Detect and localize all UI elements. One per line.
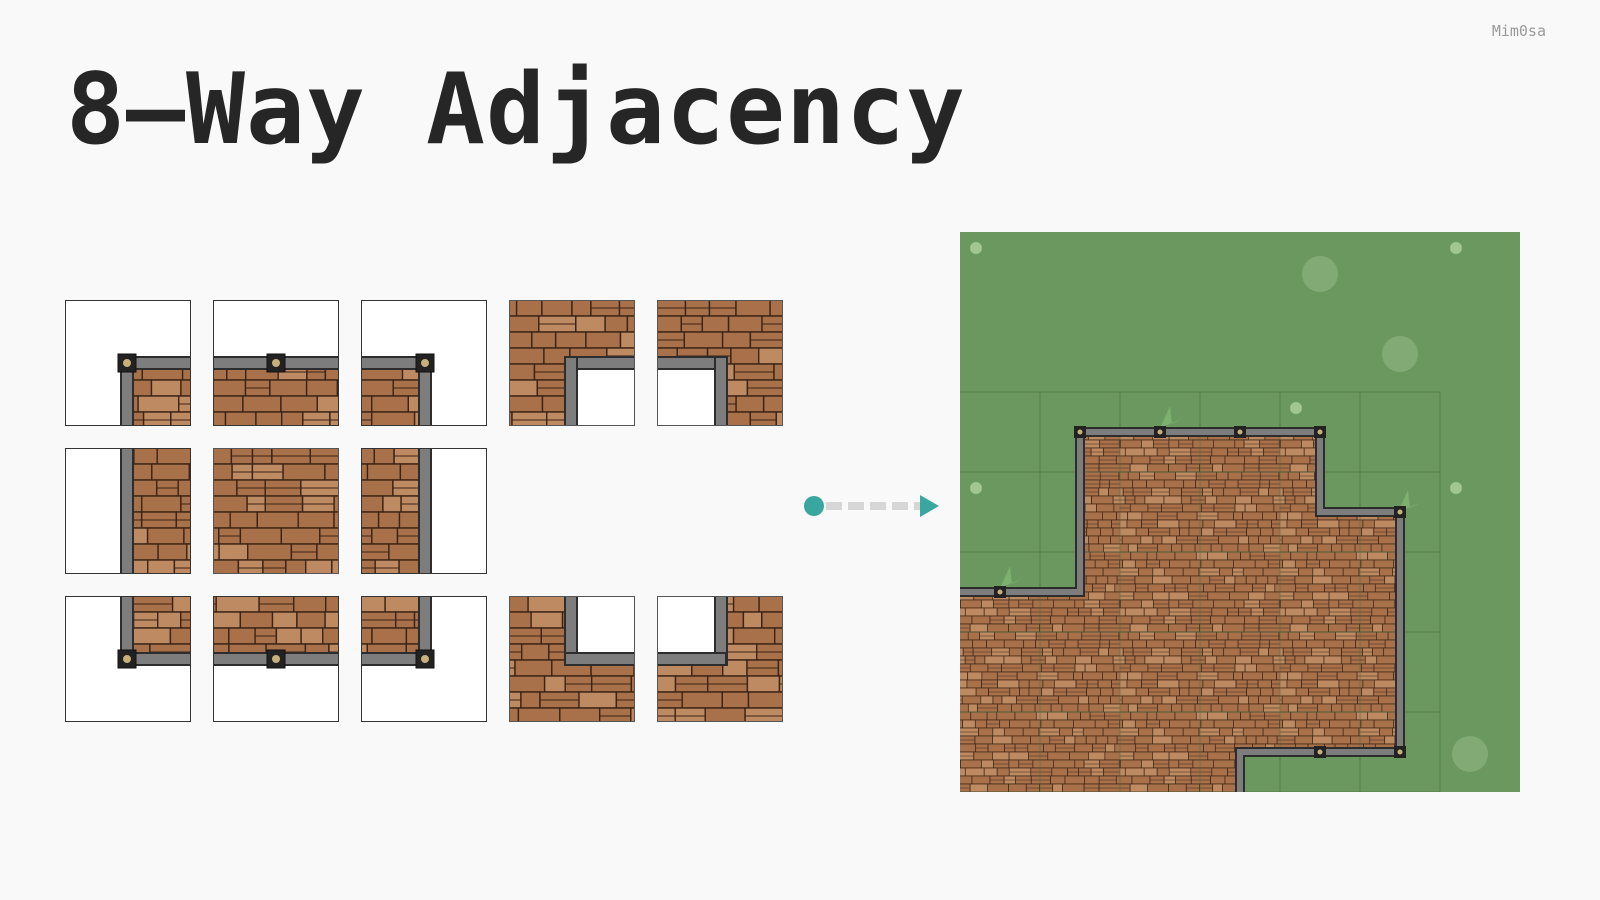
tile-inner-corner-top-left: [657, 596, 783, 722]
dashed-arrow-right-icon: [804, 495, 939, 517]
author-credit: Mim0sa: [1491, 22, 1546, 40]
tile-inner-corner-top-right: [509, 596, 635, 722]
result-map: [960, 232, 1520, 792]
tile-inner-corner-bottom-right: [509, 300, 635, 426]
tile-edge-bottom: [213, 596, 339, 722]
tile-outer-corner-top-right: [361, 300, 487, 426]
tile-edge-left: [65, 448, 191, 574]
tile-outer-corner-bottom-right: [361, 596, 487, 722]
tile-outer-corner-bottom-left: [65, 596, 191, 722]
page-title: 8–Way Adjacency: [66, 53, 967, 167]
tile-edge-top: [213, 300, 339, 426]
tile-center: [213, 448, 339, 574]
tile-edge-right: [361, 448, 487, 574]
tile-inner-corner-bottom-left: [657, 300, 783, 426]
tile-outer-corner-top-left: [65, 300, 191, 426]
